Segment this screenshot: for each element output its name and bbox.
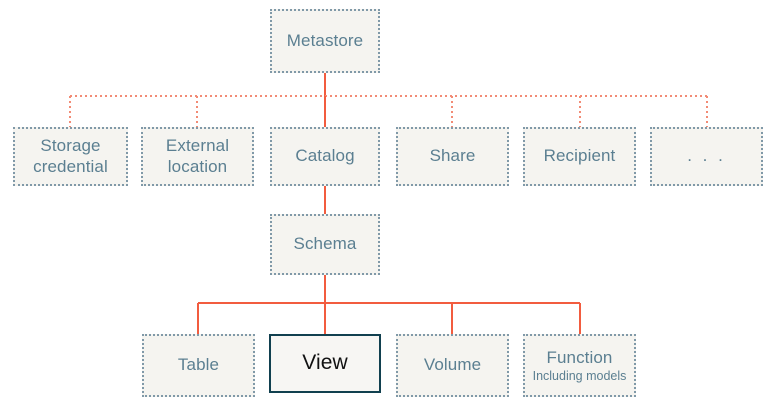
node-table[interactable]: Table (142, 334, 255, 397)
node-recipient-label: Recipient (543, 146, 616, 166)
node-more[interactable]: . . . (650, 127, 763, 186)
node-share[interactable]: Share (396, 127, 509, 186)
node-volume-label: Volume (423, 355, 482, 375)
node-storage-credential-label: Storage credential (33, 136, 108, 176)
node-volume[interactable]: Volume (396, 334, 509, 397)
node-external-location-label: External location (165, 136, 230, 176)
node-function[interactable]: Function Including models (523, 334, 636, 397)
node-more-label: . . . (687, 146, 726, 166)
node-function-subtitle: Including models (532, 368, 627, 383)
node-metastore[interactable]: Metastore (270, 9, 380, 73)
node-storage-credential[interactable]: Storage credential (13, 127, 128, 186)
node-schema[interactable]: Schema (270, 214, 380, 275)
node-share-label: Share (429, 146, 476, 166)
node-schema-label: Schema (293, 234, 357, 254)
node-catalog[interactable]: Catalog (270, 127, 380, 186)
node-view[interactable]: View (269, 334, 381, 393)
node-table-label: Table (177, 355, 220, 375)
node-external-location[interactable]: External location (141, 127, 254, 186)
node-view-label: View (302, 351, 348, 375)
node-recipient[interactable]: Recipient (523, 127, 636, 186)
node-catalog-label: Catalog (295, 146, 355, 166)
node-metastore-label: Metastore (286, 30, 364, 50)
node-function-label: Function (546, 347, 613, 367)
